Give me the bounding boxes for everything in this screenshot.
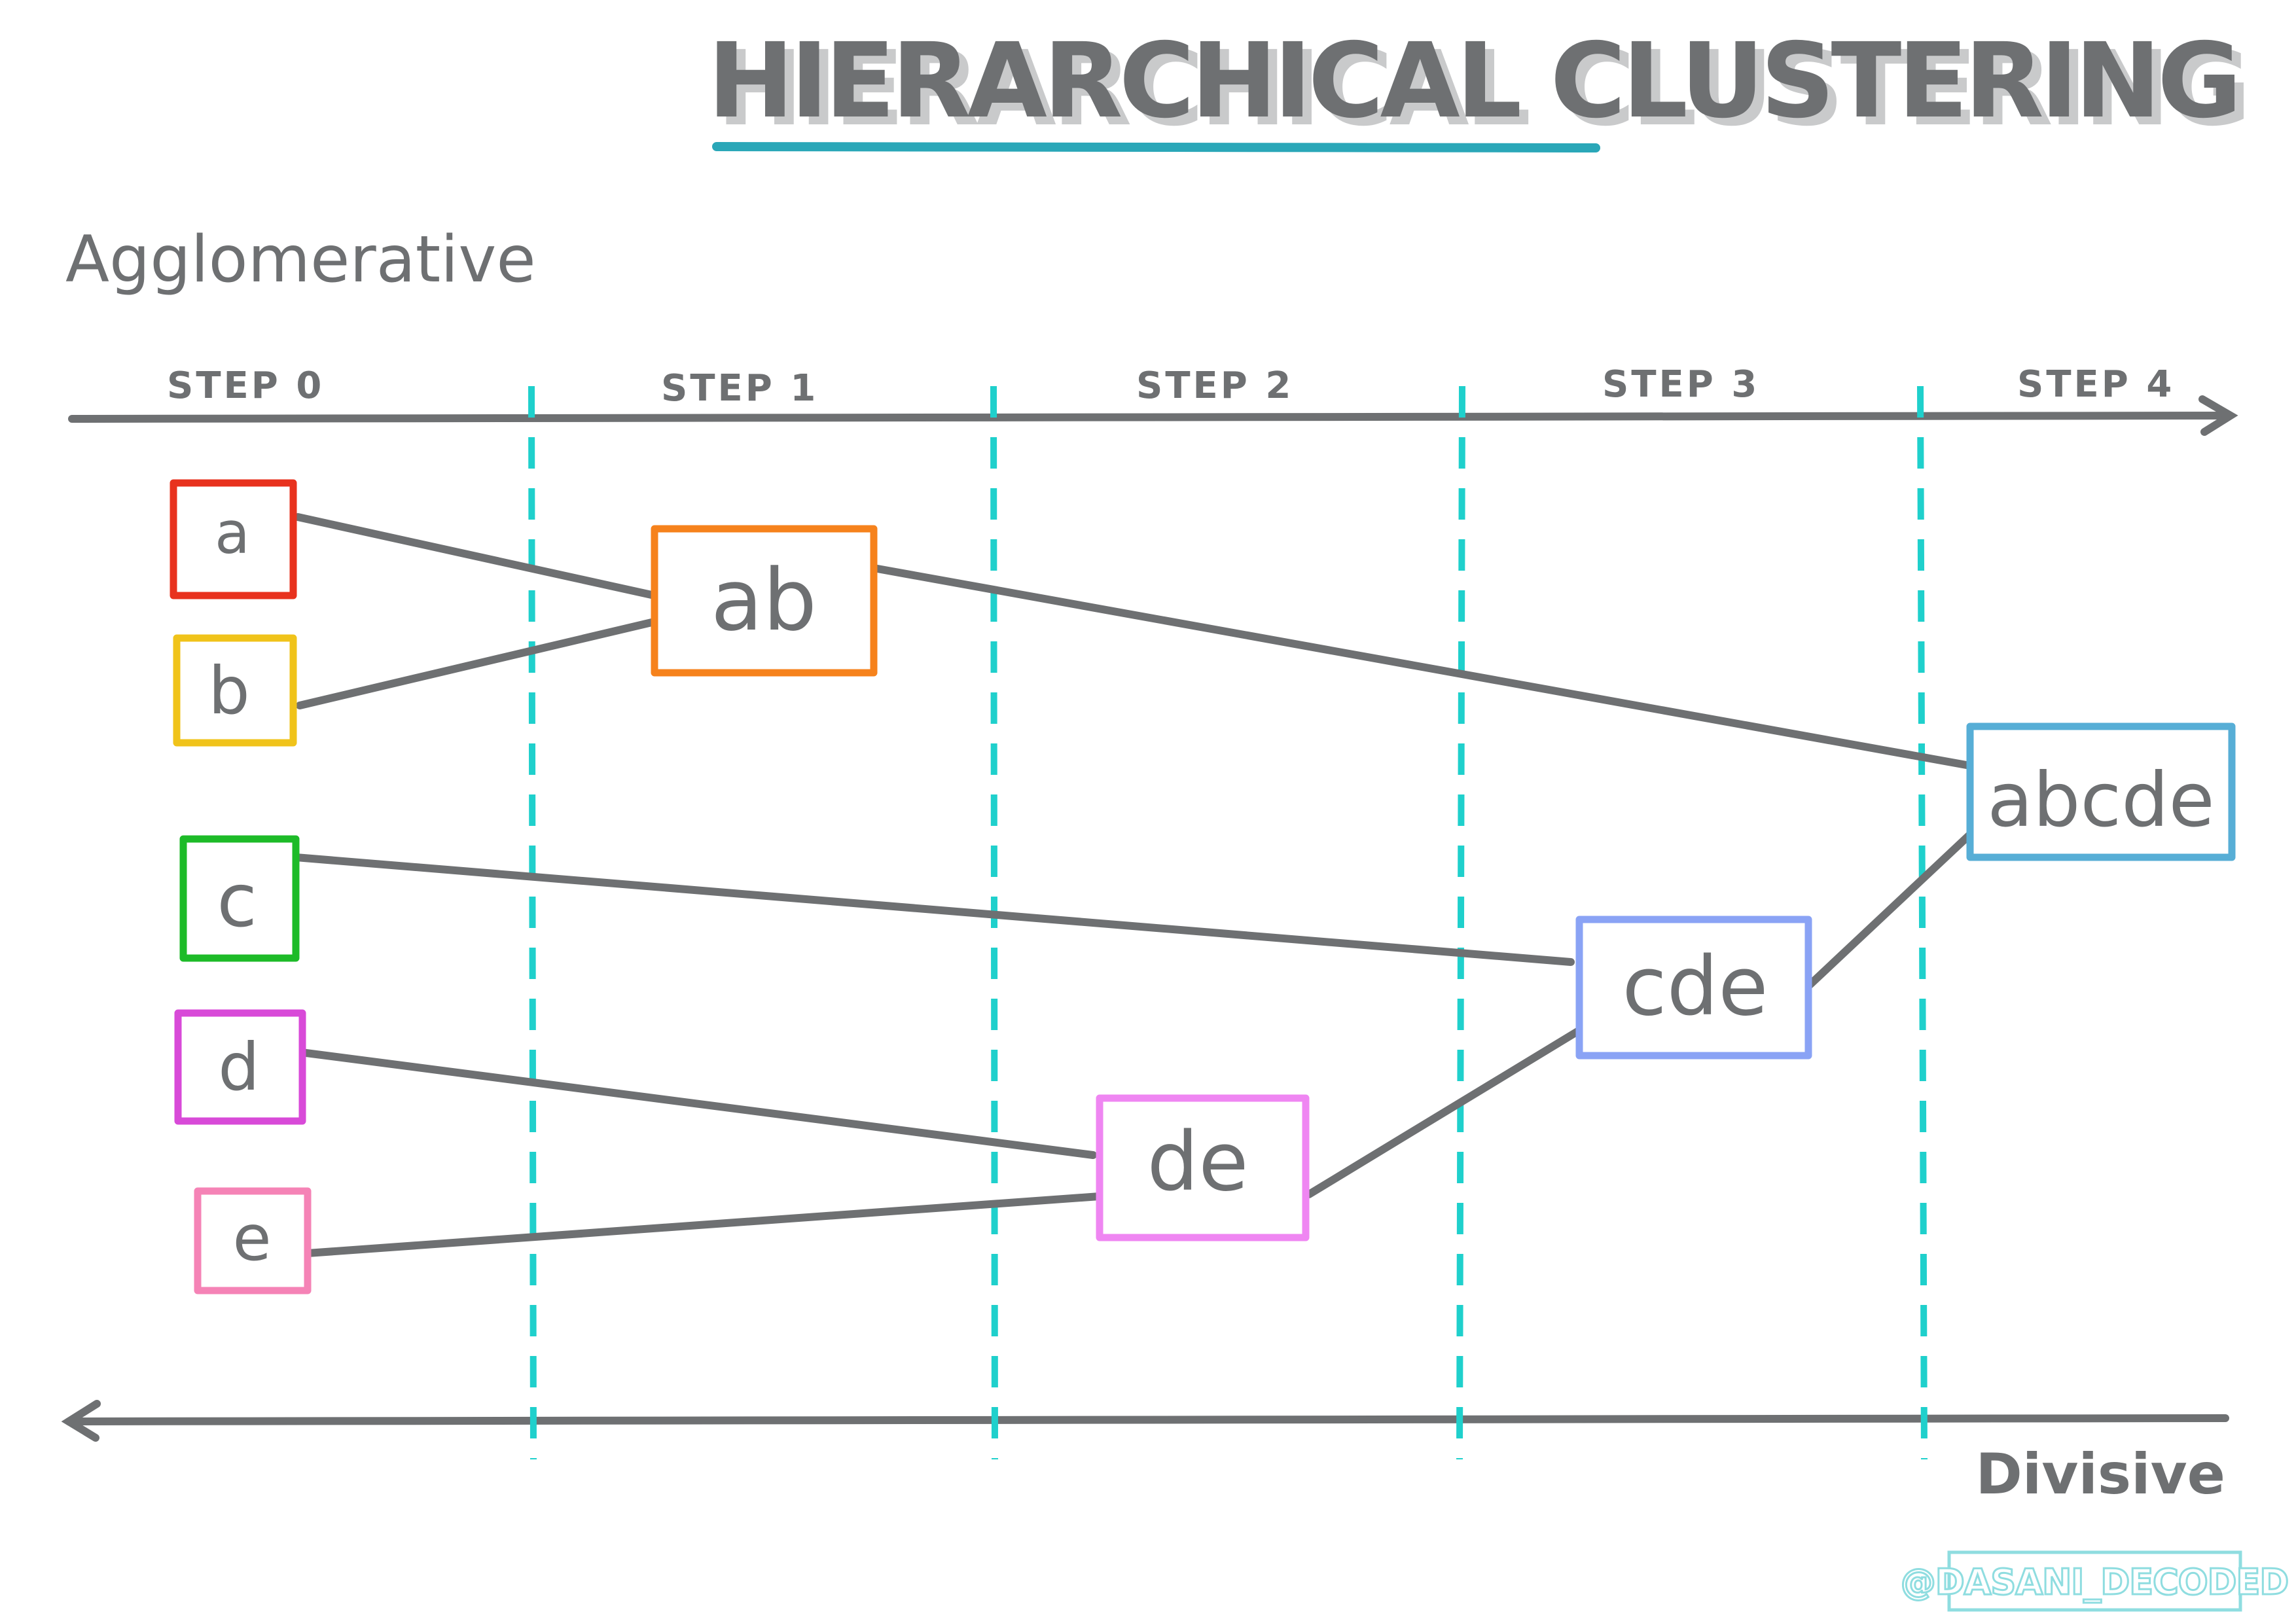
node-cde: cde: [1575, 916, 1812, 1060]
node-a-label: a: [215, 499, 250, 567]
step-label-2: STEP 2: [1136, 365, 1293, 407]
node-abcde: abcde: [1966, 722, 2236, 861]
connector-de-cde: [1305, 1027, 1583, 1198]
node-b: b: [173, 634, 297, 747]
watermark: @DASANI_DECODED: [1899, 1550, 2290, 1612]
title-shadow: HIERARCHICAL CLUSTERING: [717, 29, 2248, 149]
connectors: [292, 513, 1974, 1257]
step-labels: STEP 0 STEP 1 STEP 2 STEP 3 STEP 4: [167, 363, 2174, 410]
step-label-3: STEP 3: [1602, 363, 1759, 406]
title-group: HIERARCHICAL CLUSTERING HIERARCHICAL CLU…: [708, 21, 2251, 152]
page-title: HIERARCHICAL CLUSTERING: [708, 21, 2238, 141]
connector-b-ab: [296, 618, 658, 709]
node-d: d: [174, 1009, 306, 1125]
node-ab: ab: [651, 525, 878, 677]
step-divider-2: [990, 385, 998, 1460]
node-b-label: b: [208, 652, 249, 729]
arrow-left-icon: [61, 1400, 101, 1442]
connector-a-ab: [294, 513, 658, 599]
node-abcde-label: abcde: [1987, 757, 2214, 844]
connector-c-cde: [292, 853, 1575, 966]
connector-ab-abcde: [870, 564, 1974, 770]
node-e: e: [194, 1187, 312, 1294]
arrow-right-icon: [2198, 395, 2238, 436]
node-c: c: [179, 835, 300, 962]
node-e-label: e: [232, 1202, 271, 1275]
node-d-label: d: [218, 1029, 259, 1105]
watermark-text: @DASANI_DECODED: [1901, 1561, 2288, 1603]
title-underline: [712, 142, 1600, 152]
agglomerative-label: Agglomerative: [65, 223, 536, 297]
step-label-1: STEP 1: [661, 367, 818, 410]
node-a: a: [170, 479, 297, 599]
step-divider-3: [1456, 385, 1465, 1460]
node-c-label: c: [217, 859, 257, 944]
connector-e-de: [304, 1192, 1103, 1257]
agglomerative-axis: [68, 395, 2238, 436]
connector-d-de: [297, 1048, 1097, 1159]
step-label-0: STEP 0: [167, 365, 324, 407]
divisive-axis: [61, 1400, 2229, 1442]
node-ab-label: ab: [711, 550, 817, 650]
node-cde-label: cde: [1622, 940, 1768, 1034]
step-label-4: STEP 4: [2017, 363, 2174, 406]
step-divider-1: [528, 385, 537, 1460]
divisive-label: Divisive: [1976, 1442, 2225, 1507]
connector-cde-abcde: [1806, 830, 1974, 989]
step-divider-4: [1917, 385, 1928, 1460]
node-de: de: [1096, 1094, 1310, 1241]
node-de-label: de: [1147, 1115, 1249, 1209]
